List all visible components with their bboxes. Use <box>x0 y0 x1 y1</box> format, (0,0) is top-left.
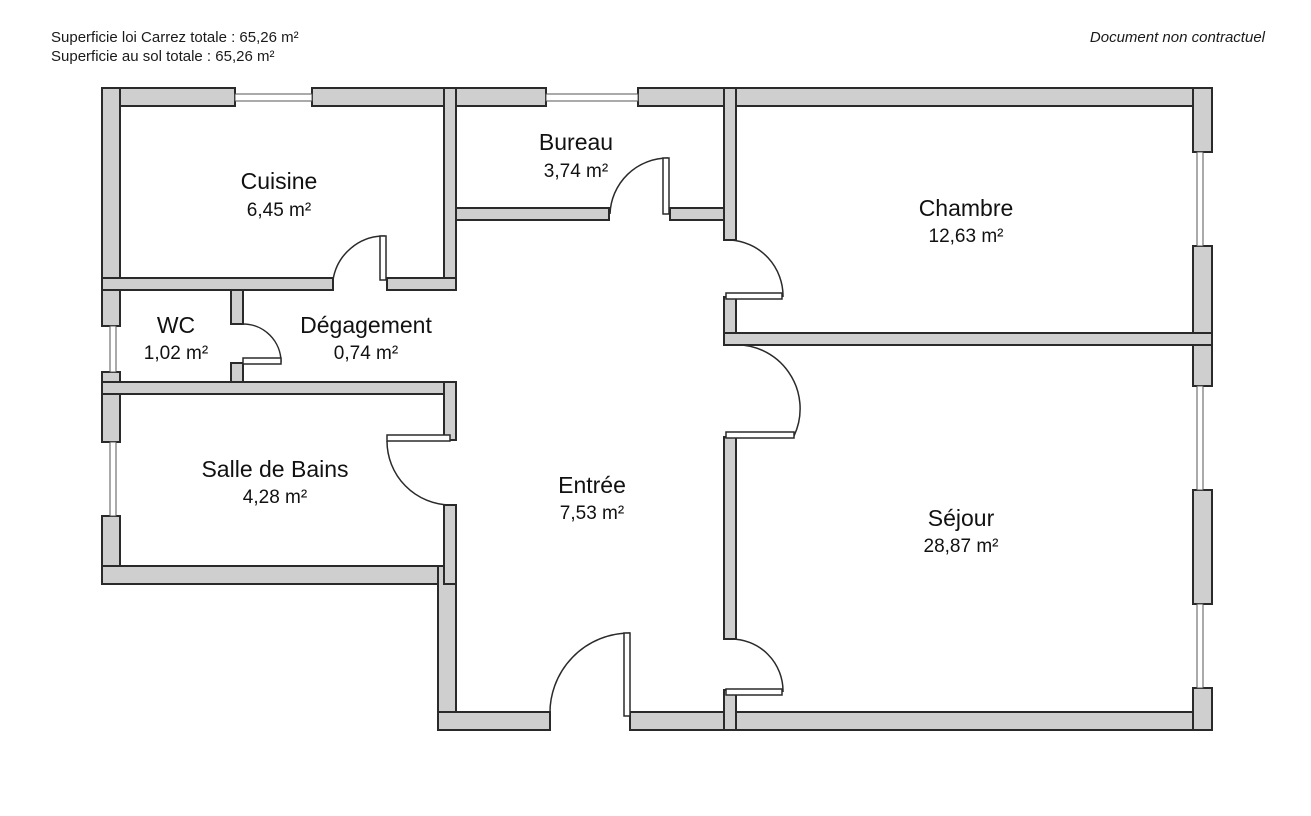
room-name-bureau: Bureau <box>539 129 613 155</box>
door-swing <box>549 632 631 717</box>
wall <box>437 711 551 731</box>
door-leaf <box>242 357 282 365</box>
wall <box>1192 87 1213 153</box>
wall <box>669 207 727 221</box>
wall <box>629 711 1213 731</box>
room-name-sejour: Séjour <box>928 505 995 531</box>
wall <box>455 207 610 221</box>
carrez-total-text: Superficie loi Carrez totale : 65,26 m² <box>51 29 299 46</box>
door-swing <box>332 235 386 281</box>
window <box>1196 385 1204 491</box>
window <box>109 441 117 517</box>
wall <box>723 87 737 241</box>
windows <box>109 93 1204 689</box>
door-swing <box>729 239 784 298</box>
door-leaf <box>386 434 451 442</box>
wall <box>723 436 737 640</box>
room-area-chambre: 12,63 m² <box>929 226 1004 247</box>
door-swing <box>729 343 801 437</box>
wall <box>437 565 457 731</box>
room-area-cuisine: 6,45 m² <box>247 200 311 221</box>
wall <box>230 362 244 385</box>
room-name-chambre: Chambre <box>919 195 1014 221</box>
room-labels: Cuisine 6,45 m² Bureau 3,74 m² Chambre 1… <box>144 129 1014 557</box>
floor-total-text: Superficie au sol totale : 65,26 m² <box>51 48 275 65</box>
door-swing <box>609 157 669 215</box>
room-name-entree: Entrée <box>558 472 626 498</box>
wall <box>443 504 457 585</box>
room-area-sejour: 28,87 m² <box>924 536 999 557</box>
room-area-degagement: 0,74 m² <box>334 343 398 364</box>
disclaimer-text: Document non contractuel <box>1089 29 1265 46</box>
room-area-bureau: 3,74 m² <box>544 161 608 182</box>
wall <box>311 87 547 107</box>
walls <box>101 87 1213 731</box>
window <box>545 93 639 102</box>
door-leaf <box>662 157 670 215</box>
wall <box>723 332 1213 346</box>
surface-summary: Superficie loi Carrez totale : 65,26 m² … <box>51 28 299 66</box>
window <box>1196 603 1204 689</box>
wall <box>443 381 457 441</box>
door-swing <box>242 323 282 363</box>
wall <box>230 289 244 325</box>
door-leaf <box>725 292 783 300</box>
wall <box>1192 245 1213 387</box>
door-swing <box>729 638 784 693</box>
room-name-degagement: Dégagement <box>300 312 432 338</box>
doors <box>242 157 801 717</box>
wall <box>101 277 334 291</box>
wall <box>101 565 457 585</box>
window <box>234 93 313 102</box>
wall <box>723 689 737 731</box>
room-area-salle-de-bains: 4,28 m² <box>243 487 307 508</box>
wall <box>386 277 457 291</box>
room-area-wc: 1,02 m² <box>144 343 208 364</box>
door-leaf <box>725 431 795 439</box>
door-swing <box>386 440 451 506</box>
room-area-entree: 7,53 m² <box>560 503 624 524</box>
room-name-salle-de-bains: Salle de Bains <box>201 456 348 482</box>
wall <box>1192 489 1213 605</box>
room-name-cuisine: Cuisine <box>241 168 318 194</box>
wall <box>101 381 457 395</box>
wall <box>101 87 236 107</box>
window <box>1196 151 1204 247</box>
wall <box>443 87 457 291</box>
window <box>109 325 117 373</box>
door-leaf <box>379 235 387 281</box>
wall <box>1192 687 1213 731</box>
door-leaf <box>725 688 783 696</box>
door-leaf <box>623 632 631 717</box>
room-name-wc: WC <box>157 312 195 338</box>
